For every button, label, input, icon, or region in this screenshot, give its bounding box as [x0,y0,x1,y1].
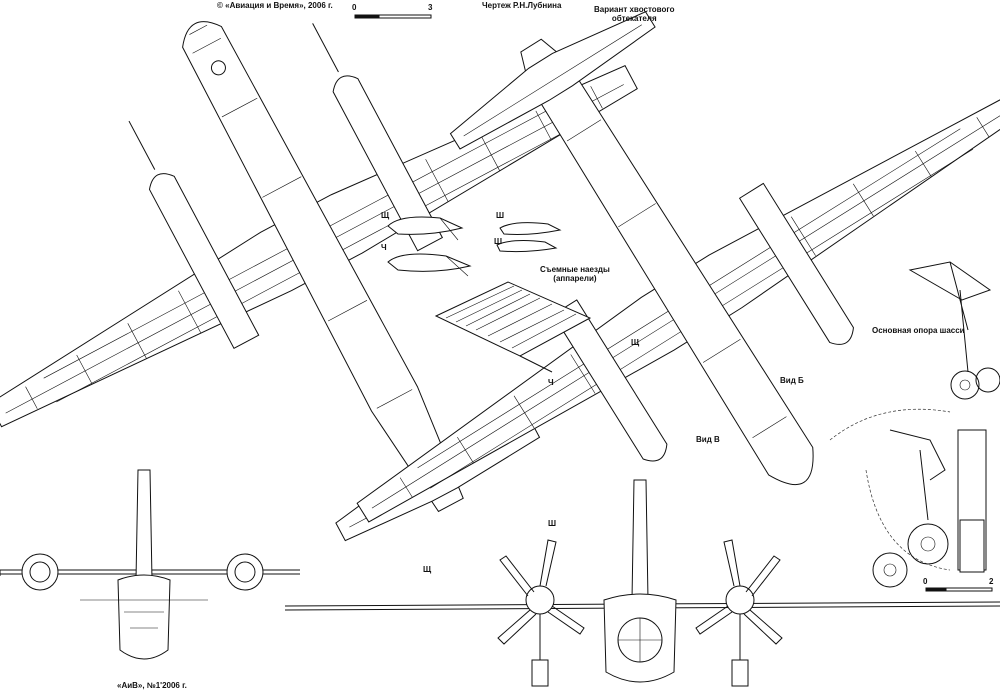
footer-text: «АиВ», №1'2006 г. [117,681,187,690]
section-label: Щ [381,211,390,220]
main-gear-label: Основная опора шасси [872,326,965,335]
section-label: Ш [494,237,503,246]
top-view-right [356,11,1000,523]
top-view-left [0,21,638,542]
scale-bar-top [354,14,432,19]
view-v-label: Вид В [696,435,720,444]
scale-bottom-start: 0 [923,577,928,586]
drawing-author-text: Чертеж Р.Н.Лубнина [482,1,562,10]
copyright-text: © «Авиация и Время», 2006 г. [217,1,333,10]
section-label: Ч [548,378,554,387]
scale-top-start: 0 [352,3,357,12]
view-b-label: Вид Б [780,376,804,385]
section-label: Ш [548,519,557,528]
section-label: Ш [496,211,505,220]
airfoil-sections [387,216,562,277]
scale-top-end: 3 [428,3,433,12]
ramp-detail [434,281,592,373]
propeller-right [695,539,783,645]
scale-bottom-end: 2 [989,577,994,586]
main-gear-detail [829,261,1000,588]
removable-ramps-label: Съемные наезды (аппарели) [540,265,610,283]
scale-bar-bottom [925,587,993,592]
section-label: Щ [631,338,640,347]
front-view-left [0,469,300,660]
section-label: Щ [423,565,432,574]
propeller-left [497,539,585,645]
front-view-center [284,479,1000,687]
tail-fairing-variant-label: Вариант хвостового обтекателя [594,5,675,23]
section-label: Ч [381,243,387,252]
